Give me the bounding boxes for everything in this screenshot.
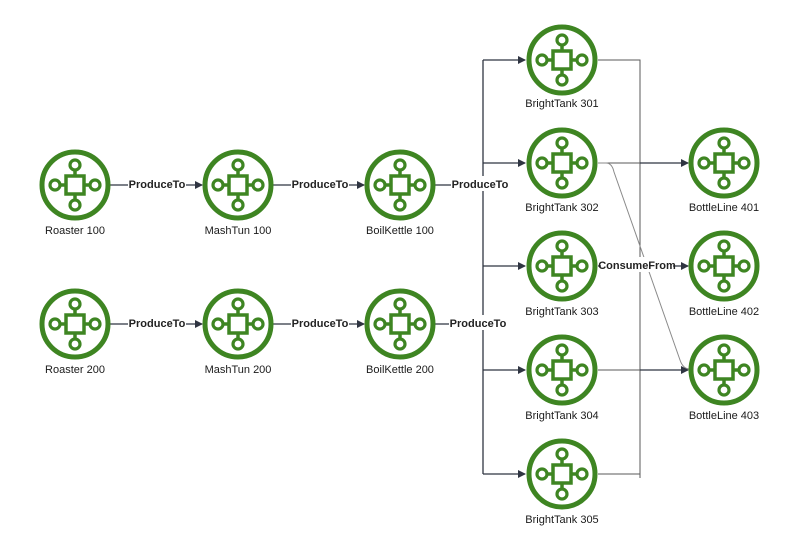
node-roaster100[interactable]: Roaster 100: [42, 152, 108, 237]
equipment-node-icon: [529, 233, 595, 299]
node-label: Roaster 200: [45, 364, 105, 376]
node-label: BoilKettle 200: [366, 364, 434, 376]
equipment-node-icon: [42, 291, 108, 357]
edge-boilkettle-bus: [435, 60, 484, 474]
node-label: BrightTank 302: [525, 202, 598, 214]
edge-label-boilkettle200-tanks: ProduceTo: [450, 318, 507, 330]
node-brighttank304[interactable]: BrightTank 304: [525, 337, 599, 422]
node-label: Roaster 100: [45, 225, 105, 237]
equipment-node-icon: [529, 27, 595, 93]
node-brighttank301[interactable]: BrightTank 301: [525, 27, 599, 110]
node-label: MashTun 200: [205, 364, 272, 376]
node-label: BoilKettle 100: [366, 225, 434, 237]
equipment-node-icon: [691, 337, 757, 403]
node-boilkettle200[interactable]: BoilKettle 200: [366, 291, 434, 376]
equipment-node-icon: [205, 291, 271, 357]
edge-labels: ProduceTo ProduceTo ProduceTo ProduceTo …: [128, 176, 676, 330]
node-label: BottleLine 401: [689, 202, 759, 214]
node-brighttank302[interactable]: BrightTank 302: [525, 130, 599, 214]
node-bottleline402[interactable]: BottleLine 402: [689, 233, 759, 318]
node-label: MashTun 100: [205, 225, 272, 237]
equipment-node-icon: [691, 233, 757, 299]
equipment-node-icon: [367, 152, 433, 218]
equipment-node-icon: [42, 152, 108, 218]
node-mashtun200[interactable]: MashTun 200: [205, 291, 272, 376]
node-label: BottleLine 402: [689, 306, 759, 318]
node-bottleline403[interactable]: BottleLine 403: [689, 337, 759, 422]
edge-label-tanks-bottlelines: ConsumeFrom: [598, 260, 676, 272]
node-roaster200[interactable]: Roaster 200: [42, 291, 108, 376]
node-brighttank305[interactable]: BrightTank 305: [525, 441, 599, 526]
node-label: BrightTank 303: [525, 306, 598, 318]
edge-label-roaster200-mashtun200: ProduceTo: [129, 318, 186, 330]
node-boilkettle100[interactable]: BoilKettle 100: [366, 152, 434, 237]
edge-label-roaster100-mashtun100: ProduceTo: [129, 179, 186, 191]
edge-label-mashtun100-boilkettle100: ProduceTo: [292, 179, 349, 191]
equipment-node-icon: [529, 337, 595, 403]
node-label: BrightTank 304: [525, 410, 598, 422]
edge-tank301-bus: [598, 59, 641, 478]
edge-label-mashtun200-boilkettle200: ProduceTo: [292, 318, 349, 330]
equipment-node-icon: [691, 130, 757, 196]
equipment-node-icon: [529, 130, 595, 196]
equipment-node-icon: [205, 152, 271, 218]
edge-label-boilkettle100-tanks: ProduceTo: [452, 179, 509, 191]
node-mashtun100[interactable]: MashTun 100: [205, 152, 272, 237]
equipment-node-icon: [529, 441, 595, 507]
equipment-node-icon: [367, 291, 433, 357]
node-label: BrightTank 301: [525, 98, 598, 110]
node-label: BottleLine 403: [689, 410, 759, 422]
node-brighttank303[interactable]: BrightTank 303: [525, 233, 599, 318]
node-label: BrightTank 305: [525, 514, 598, 526]
node-bottleline401[interactable]: BottleLine 401: [689, 130, 759, 214]
